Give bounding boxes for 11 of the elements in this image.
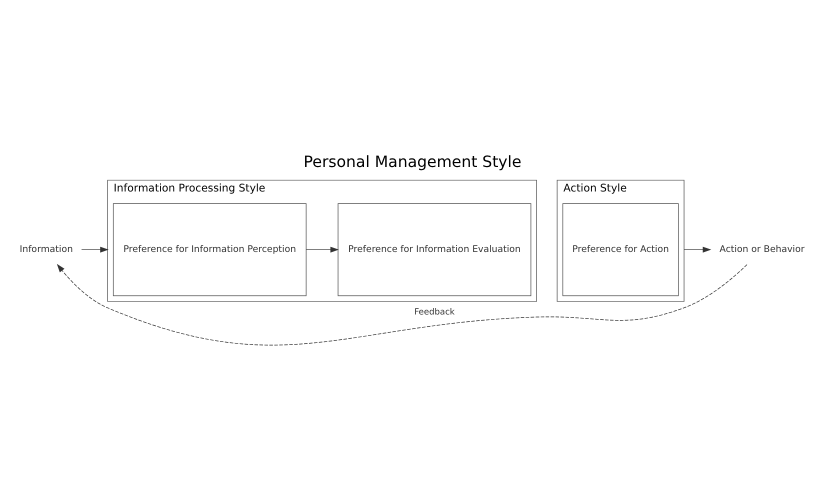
node-text: Action or Behavior (720, 244, 805, 255)
edge-label: Feedback (414, 307, 455, 318)
arrow (684, 246, 712, 252)
diagram-title: Personal Management Style (304, 152, 522, 171)
arrow (81, 246, 109, 252)
node-box: Preference for Information Evaluation (338, 202, 532, 296)
arrow (306, 246, 339, 252)
node-box: Preference for Action (562, 202, 679, 296)
arrow (56, 263, 748, 345)
node-text: Information (20, 244, 73, 255)
node-box: Preference for Information Perception (112, 202, 306, 296)
